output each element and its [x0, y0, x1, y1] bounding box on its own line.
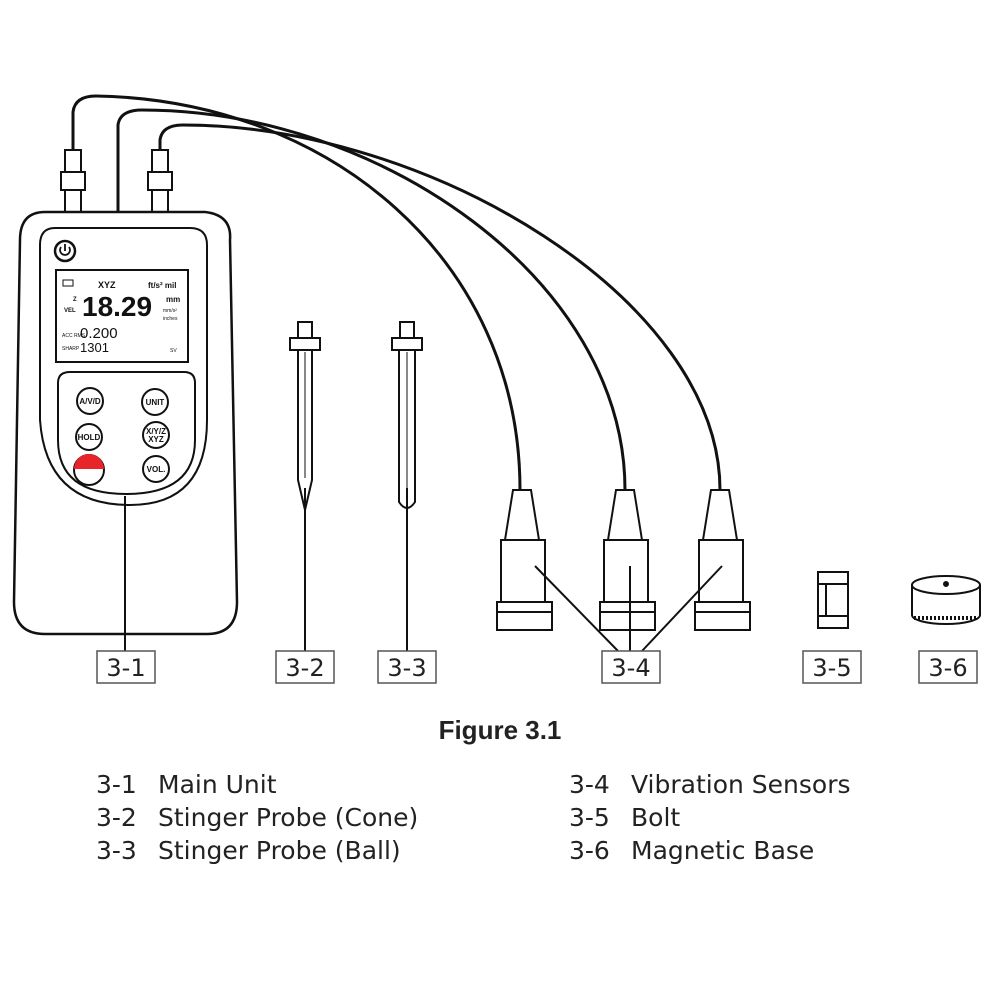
part-label-box-3-4: [601, 650, 661, 684]
sensor-cables: [71, 94, 722, 491]
stinger-probe-cone: [289, 321, 321, 511]
legend-code: 3-3: [96, 836, 137, 865]
legend-text: Main Unit: [158, 770, 277, 799]
part-label-box-3-6: [918, 650, 978, 684]
lcd-axis-z: Z: [73, 297, 77, 303]
lcd-unit-top: ft/s² mil: [148, 281, 176, 290]
legend-text: Magnetic Base: [631, 836, 815, 865]
lcd-unit-mms2: mm/s²: [163, 308, 177, 314]
avd-button-label: A/V/D: [79, 397, 101, 406]
vol-button-label: VOL.: [147, 465, 166, 474]
lcd-main-value: 18.29: [82, 291, 152, 322]
lcd-screen: [55, 269, 189, 363]
hold-button[interactable]: [75, 423, 103, 451]
unit-button[interactable]: [141, 388, 169, 416]
connector-left: [64, 149, 82, 173]
part-label-3-5: 3-5: [812, 654, 851, 682]
cable-2: [116, 108, 627, 491]
legend-item: 3-3 Stinger Probe (Ball): [96, 834, 418, 867]
cable-3: [158, 123, 722, 491]
record-icon: [74, 454, 104, 469]
part-label-3-3: 3-3: [387, 654, 426, 682]
legend-text: Stinger Probe (Cone): [158, 803, 419, 832]
legend-item: 3-4 Vibration Sensors: [569, 768, 851, 801]
lcd-mode-vel: VEL: [64, 308, 76, 314]
part-label-3-6: 3-6: [928, 654, 967, 682]
xyz-button[interactable]: [142, 421, 170, 449]
vibration-sensor-3: [694, 489, 751, 631]
battery-icon: [62, 279, 74, 287]
part-label-3-1: 3-1: [106, 654, 145, 682]
lcd-unit-mm: mm: [166, 295, 180, 304]
legend-text: Vibration Sensors: [631, 770, 851, 799]
avd-button[interactable]: [76, 387, 104, 415]
part-label-box-3-3: [377, 650, 437, 684]
xyz-button-label-2: XYZ: [148, 435, 164, 444]
legend-left-column: 3-1 Main Unit 3-2 Stinger Probe (Cone) 3-3…: [96, 768, 418, 867]
xyz-button-label-1: X/Y/Z: [146, 427, 166, 436]
part-label-box-3-1: [96, 650, 156, 684]
lcd-left-tag2: SHARP: [62, 346, 80, 352]
cable-1: [71, 94, 522, 491]
legend-code: 3-1: [96, 770, 137, 799]
legend-item: 3-6 Magnetic Base: [569, 834, 851, 867]
legend-code: 3-4: [569, 770, 610, 799]
vibration-sensor-1: [496, 489, 553, 631]
legend-code: 3-2: [96, 803, 137, 832]
leader-lines: [124, 488, 723, 652]
lcd-count-value: 1301: [80, 340, 109, 355]
bolt: [817, 571, 849, 629]
lcd-unit-inches: inches: [163, 316, 178, 322]
legend-text: Bolt: [631, 803, 681, 832]
lcd-left-tags: ACC RMS: [62, 333, 86, 339]
power-icon: [59, 244, 71, 256]
top-connectors: [60, 149, 173, 213]
legend-item: 3-5 Bolt: [569, 801, 851, 834]
part-label-3-4: 3-4: [611, 654, 650, 682]
part-label-box-3-5: [802, 650, 862, 684]
lcd-corner-tag: SV: [170, 348, 177, 354]
main-unit: XYZ ft/s² mil Z VEL 18.29 mm mm/s² inche…: [12, 210, 239, 636]
magnetic-base: [911, 575, 981, 625]
part-label-box-3-2: [275, 650, 335, 684]
vibration-sensors: [496, 489, 751, 631]
legend-item: 3-1 Main Unit: [96, 768, 418, 801]
connector-right: [151, 149, 169, 173]
hold-button-label: HOLD: [78, 433, 101, 442]
legend-code: 3-5: [569, 803, 610, 832]
part-label-3-2: 3-2: [285, 654, 324, 682]
legend-right-column: 3-4 Vibration Sensors 3-5 Bolt 3-6 Magnetic…: [569, 768, 851, 867]
legend-code: 3-6: [569, 836, 610, 865]
unit-button-label: UNIT: [146, 398, 165, 407]
legend-item: 3-2 Stinger Probe (Cone): [96, 801, 418, 834]
vol-button[interactable]: [142, 455, 170, 483]
vibration-sensor-2: [599, 489, 656, 631]
lcd-sub-value: 0.200: [80, 325, 118, 342]
legend-text: Stinger Probe (Ball): [158, 836, 401, 865]
stinger-probe-ball: [391, 321, 423, 509]
lcd-axis: XYZ: [98, 280, 116, 290]
figure-caption: Figure 3.1: [438, 715, 562, 745]
